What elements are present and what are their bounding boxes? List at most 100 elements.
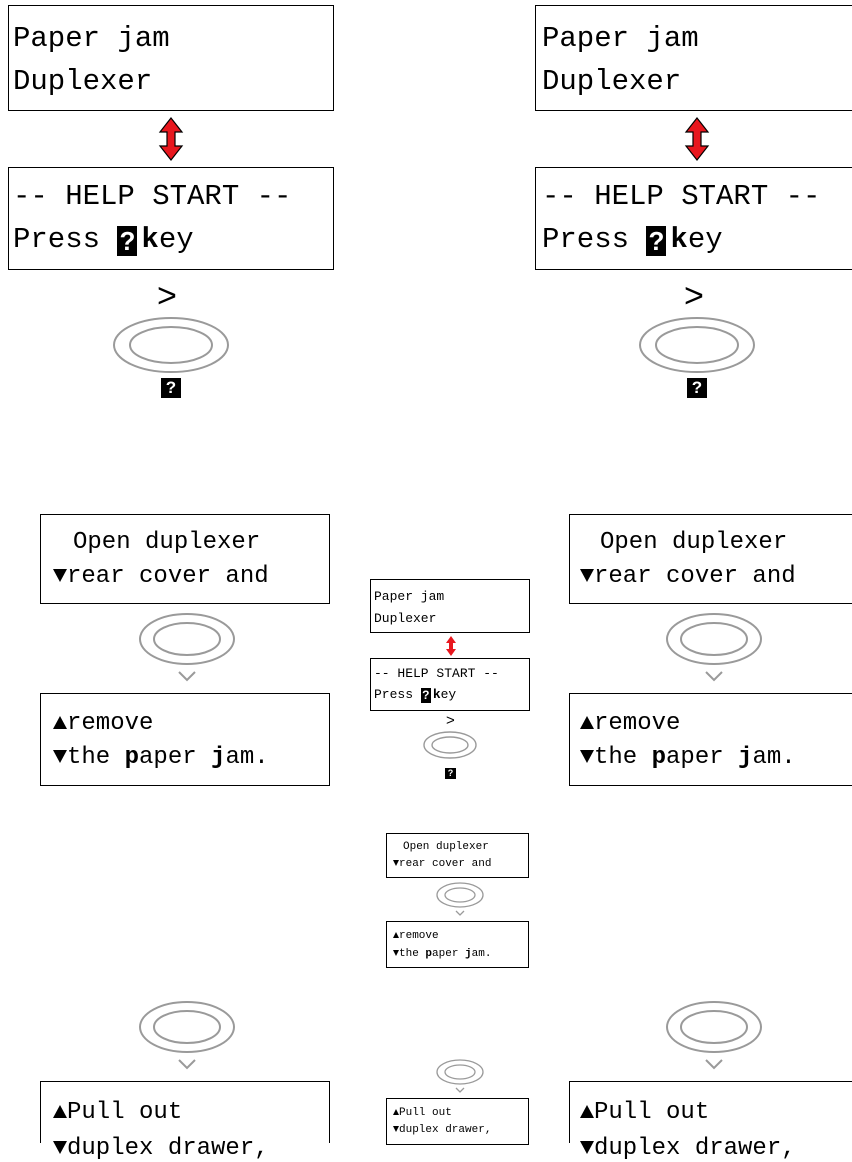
lcd-line-2: rear cover and (53, 565, 269, 589)
press-text: Press (13, 223, 118, 256)
triangle-down-icon (53, 1141, 67, 1155)
lcd-pull-out-right: Pull out duplex drawer, (569, 1081, 852, 1161)
lcd-text: duplex drawer, (594, 1135, 796, 1162)
lcd-line-1: -- HELP START -- (542, 180, 821, 213)
lcd-help-start-top-right: -- HELP START -- Press ?key (535, 167, 852, 270)
help-key-glyph: ? (646, 226, 667, 257)
help-key-icon[interactable]: ? (445, 768, 456, 779)
key-rest: ey (687, 223, 723, 256)
lcd-line-2: Press ?key (13, 223, 194, 257)
lcd-text: rear cover and (399, 858, 492, 870)
lcd-line-1: Paper jam (542, 22, 699, 55)
lcd-text-bold: j (211, 744, 226, 771)
dial-key-icon[interactable] (435, 1058, 485, 1094)
lcd-text-bold: p (124, 744, 140, 771)
lcd-line-2: Press ?key (374, 687, 457, 704)
lcd-open-duplexer-left: Open duplexer rear cover and (40, 514, 330, 604)
dial-key-icon[interactable] (138, 1000, 236, 1072)
lcd-line-1: remove (393, 931, 439, 942)
lcd-paper-jam-small: Paper jam Duplexer (370, 579, 530, 633)
lcd-line-1: remove (53, 712, 153, 736)
key-k: k (670, 223, 688, 256)
dial-key-icon[interactable] (638, 316, 756, 374)
triangle-up-icon (580, 716, 594, 730)
lcd-text: am. (752, 744, 796, 771)
key-k: k (141, 223, 159, 256)
lcd-text: am. (225, 744, 269, 771)
lcd-line-2: the paper jam. (53, 746, 269, 770)
lcd-line-2: Duplexer (542, 65, 682, 98)
triangle-up-icon (53, 716, 67, 730)
next-symbol: > (157, 277, 177, 315)
lcd-text-bold: j (738, 744, 753, 771)
lcd-text: remove (399, 930, 439, 942)
dial-key-icon[interactable] (665, 1000, 763, 1072)
triangle-up-icon (580, 1105, 594, 1119)
red-double-arrow-icon (684, 117, 710, 161)
lcd-line-1: -- HELP START -- (13, 180, 292, 213)
lcd-line-1: Pull out (393, 1108, 452, 1119)
dial-key-icon[interactable] (665, 612, 763, 684)
next-symbol: > (446, 712, 455, 729)
lcd-line-1: Pull out (580, 1101, 709, 1125)
help-key-icon[interactable]: ? (161, 378, 181, 398)
lcd-text: aper (432, 948, 466, 960)
lcd-remove-right: remove the paper jam. (569, 693, 852, 786)
dial-key-icon[interactable] (138, 725, 236, 797)
lcd-text: am. (471, 948, 492, 960)
help-key-glyph: ? (420, 688, 431, 704)
triangle-down-icon (580, 1141, 594, 1155)
lcd-pull-out-left: Pull out duplex drawer, (40, 1081, 330, 1161)
lcd-text: rear cover and (67, 563, 269, 590)
lcd-line-2: Duplexer (13, 65, 153, 98)
lcd-line-2: the paper jam. (580, 746, 796, 770)
triangle-up-icon (393, 932, 399, 939)
red-double-arrow-icon (446, 636, 456, 656)
lcd-text: remove (67, 710, 154, 737)
dial-key-icon[interactable] (112, 316, 230, 374)
triangle-down-icon (53, 750, 67, 764)
lcd-text: the (399, 948, 426, 960)
lcd-text: the (67, 744, 125, 771)
triangle-up-icon (53, 1105, 67, 1119)
lcd-text: Pull out (399, 1107, 452, 1119)
key-k: k (432, 687, 441, 702)
lcd-line-2: the paper jam. (393, 949, 491, 960)
triangle-down-icon (580, 750, 594, 764)
lcd-line-1: -- HELP START -- (374, 666, 499, 681)
help-key-icon[interactable]: ? (687, 378, 707, 398)
lcd-text: remove (594, 710, 681, 737)
lcd-open-duplexer-right: Open duplexer rear cover and (569, 514, 852, 604)
lcd-pull-out-small: Pull out duplex drawer, (386, 1098, 529, 1145)
lcd-text-bold: p (425, 948, 433, 960)
triangle-down-icon (393, 950, 399, 957)
dial-key-icon[interactable] (138, 612, 236, 684)
lcd-line-1: Open duplexer (403, 841, 489, 853)
lcd-remove-small: remove the paper jam. (386, 921, 529, 968)
triangle-down-icon (393, 1126, 399, 1133)
lcd-text-bold: p (651, 744, 667, 771)
lcd-line-1: Paper jam (13, 22, 170, 55)
lcd-text: rear cover and (594, 563, 796, 590)
lcd-text: aper (666, 744, 739, 771)
lcd-paper-jam-top-right: Paper jam Duplexer (535, 5, 852, 111)
triangle-down-icon (580, 569, 594, 583)
lcd-line-2: rear cover and (393, 859, 491, 870)
lcd-line-1: Open duplexer (600, 529, 788, 556)
key-rest: ey (440, 687, 457, 702)
triangle-down-icon (53, 569, 67, 583)
lcd-line-1: Open duplexer (73, 529, 261, 556)
lcd-text: duplex drawer, (67, 1135, 269, 1162)
lcd-line-1: Paper jam (374, 589, 445, 604)
lcd-text: the (594, 744, 652, 771)
lcd-text-bold: j (465, 948, 472, 960)
press-text: Press (542, 223, 647, 256)
lcd-line-2: rear cover and (580, 565, 796, 589)
help-key-glyph: ? (117, 226, 138, 257)
dial-key-icon[interactable] (422, 730, 478, 760)
lcd-text: aper (139, 744, 212, 771)
triangle-up-icon (393, 1109, 399, 1116)
lcd-text: Pull out (594, 1099, 710, 1126)
press-text: Press (374, 687, 421, 702)
dial-key-icon[interactable] (435, 881, 485, 917)
